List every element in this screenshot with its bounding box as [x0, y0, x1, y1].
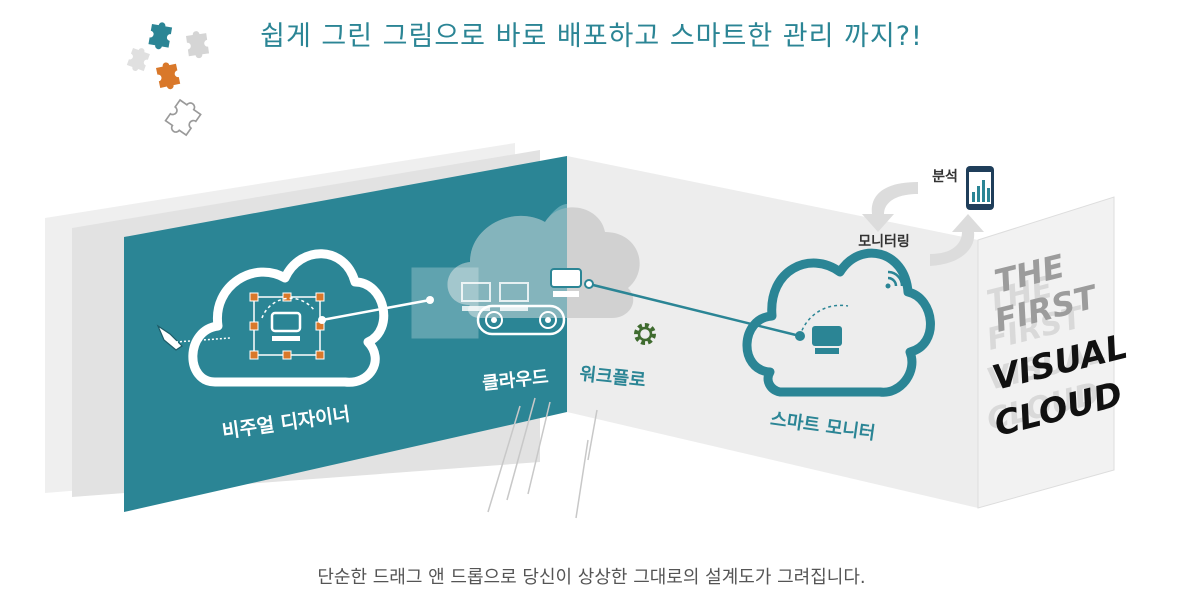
label-analysis: 분석 [932, 169, 958, 185]
smart-monitor-cloud-icon [742, 248, 935, 397]
motion-lines [487, 397, 598, 519]
conveyor-icon [476, 304, 566, 336]
flow-connector [321, 298, 431, 322]
flow-connector-right [588, 282, 801, 338]
slogan-panel [977, 196, 1115, 509]
caption: 단순한 드래그 앤 드롭으로 당신이 상상한 그대로의 설계도가 그려집니다. [317, 567, 866, 588]
monitor-wall [567, 156, 978, 508]
puzzle-pieces-icon [125, 20, 210, 140]
server-icon [550, 268, 582, 297]
wifi-signal-icon [885, 270, 904, 289]
visual-designer-panel [124, 156, 567, 512]
refresh-cycle-icon [862, 182, 984, 266]
gear-icon [634, 323, 656, 345]
headline: 쉽게 그린 그림으로 바로 배포하고 스마트한 관리 까지?! [260, 21, 923, 52]
cloud-shape-large-front [447, 204, 567, 318]
designer-cloud-icon [188, 249, 389, 387]
label-monitoring: 모니터링 [858, 233, 910, 250]
pen-tool-icon [156, 324, 231, 351]
workflow-canvas-icon [411, 267, 529, 339]
mobile-chart-icon [966, 166, 994, 210]
